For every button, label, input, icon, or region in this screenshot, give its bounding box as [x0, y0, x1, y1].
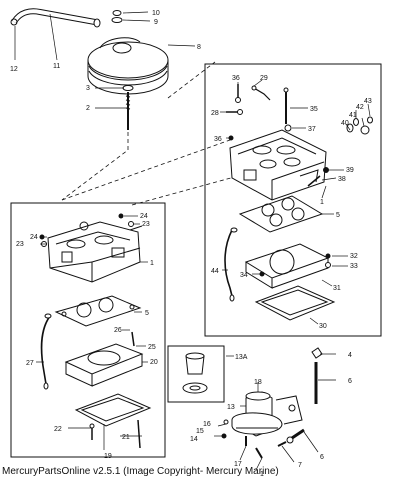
four-barrel-gasket [238, 195, 324, 233]
callout-21: 21 [122, 434, 130, 441]
callout-6-bottom: 6 [320, 454, 324, 461]
callout-16: 16 [203, 421, 211, 428]
callout-32: 32 [350, 253, 358, 260]
assembly-lines [61, 61, 261, 206]
two-barrel-spacer [64, 343, 144, 387]
callout-39: 39 [346, 167, 354, 174]
callout-27: 27 [26, 360, 34, 367]
callout-22: 22 [54, 426, 62, 433]
fitting-40-43 [346, 116, 373, 135]
callout-40: 40 [341, 120, 349, 127]
callout-38: 38 [338, 176, 346, 183]
callout-17: 17 [234, 461, 242, 468]
pump-screws [221, 419, 263, 459]
callout-24-left: 24 [30, 234, 38, 241]
callout-1-left: 1 [150, 260, 154, 267]
callout-35: 35 [310, 106, 318, 113]
callout-labels: 10 9 8 12 11 3 2 24 23 24 23 1 5 26 25 2… [10, 10, 372, 478]
copyright-footer: MercuryPartsOnline v2.5.1 (Image Copyrig… [2, 466, 279, 477]
nut-37 [284, 124, 292, 132]
screw-38 [307, 175, 321, 187]
fuel-pump [231, 391, 303, 446]
callout-34: 34 [240, 272, 248, 279]
callout-13a: 13A [235, 354, 248, 361]
callout-36-top: 36 [232, 75, 240, 82]
callout-5-right: 5 [336, 212, 340, 219]
crankcase-vent-hose [10, 8, 101, 28]
callout-6-top: 6 [348, 378, 352, 385]
callout-1-bottom: 1 [260, 471, 264, 478]
callout-1-right: 1 [320, 199, 324, 206]
callout-8: 8 [197, 44, 201, 51]
spacer-lower-gasket [74, 393, 152, 427]
four-barrel-carburetor [229, 129, 327, 201]
callout-41: 41 [349, 112, 357, 119]
pump-fittings [277, 347, 323, 447]
screw-39 [323, 167, 329, 173]
callout-30: 30 [319, 323, 327, 330]
callout-10: 10 [152, 10, 160, 17]
screw-24-left [39, 213, 124, 240]
callout-2: 2 [86, 105, 90, 112]
arrestor-stud [122, 85, 134, 130]
screw-28 [226, 109, 243, 115]
four-barrel-spacer [244, 243, 330, 289]
callout-43: 43 [364, 98, 372, 105]
callout-19: 19 [104, 453, 112, 460]
leader-lines [14, 11, 371, 471]
callout-11: 11 [53, 63, 60, 70]
callout-5-left: 5 [145, 310, 149, 317]
callout-42: 42 [356, 104, 364, 111]
spacer-studs [131, 331, 141, 449]
callout-25: 25 [148, 344, 156, 351]
screws-32-33 [325, 253, 331, 268]
arrestor-nut-washer [111, 10, 123, 23]
callout-13: 13 [227, 404, 235, 411]
callout-12: 12 [10, 66, 18, 73]
fuel-line-27 [40, 313, 52, 390]
callout-33: 33 [350, 263, 358, 270]
callout-3: 3 [86, 85, 90, 92]
seal-kit-13a [167, 345, 225, 403]
two-barrel-box [10, 202, 166, 458]
callout-24-right-of-carb: 24 [140, 213, 148, 220]
lower-screws [89, 423, 95, 440]
callout-9: 9 [154, 19, 158, 26]
four-barrel-box [204, 63, 382, 337]
callout-31: 31 [333, 285, 341, 292]
callout-36-side: 36 [214, 136, 222, 143]
flame-arrestor [87, 37, 169, 95]
callout-28: 28 [211, 110, 219, 117]
callout-4: 4 [348, 352, 352, 359]
callout-26: 26 [114, 327, 122, 334]
callout-23-right-of-carb: 23 [142, 221, 150, 228]
callout-37: 37 [308, 126, 316, 133]
callout-14: 14 [190, 436, 198, 443]
two-barrel-carburetor [47, 221, 143, 283]
callout-44: 44 [211, 268, 219, 275]
stud-35 [283, 87, 289, 124]
callout-18: 18 [254, 379, 262, 386]
callout-23-left: 23 [16, 241, 24, 248]
fuel-line-44 [224, 227, 238, 302]
choke-parts [235, 84, 271, 103]
four-barrel-lower-gasket [254, 285, 336, 321]
callout-29: 29 [260, 75, 268, 82]
callout-15: 15 [196, 428, 204, 435]
callout-20: 20 [150, 359, 158, 366]
two-barrel-gasket [54, 295, 142, 327]
callout-7: 7 [298, 462, 302, 469]
